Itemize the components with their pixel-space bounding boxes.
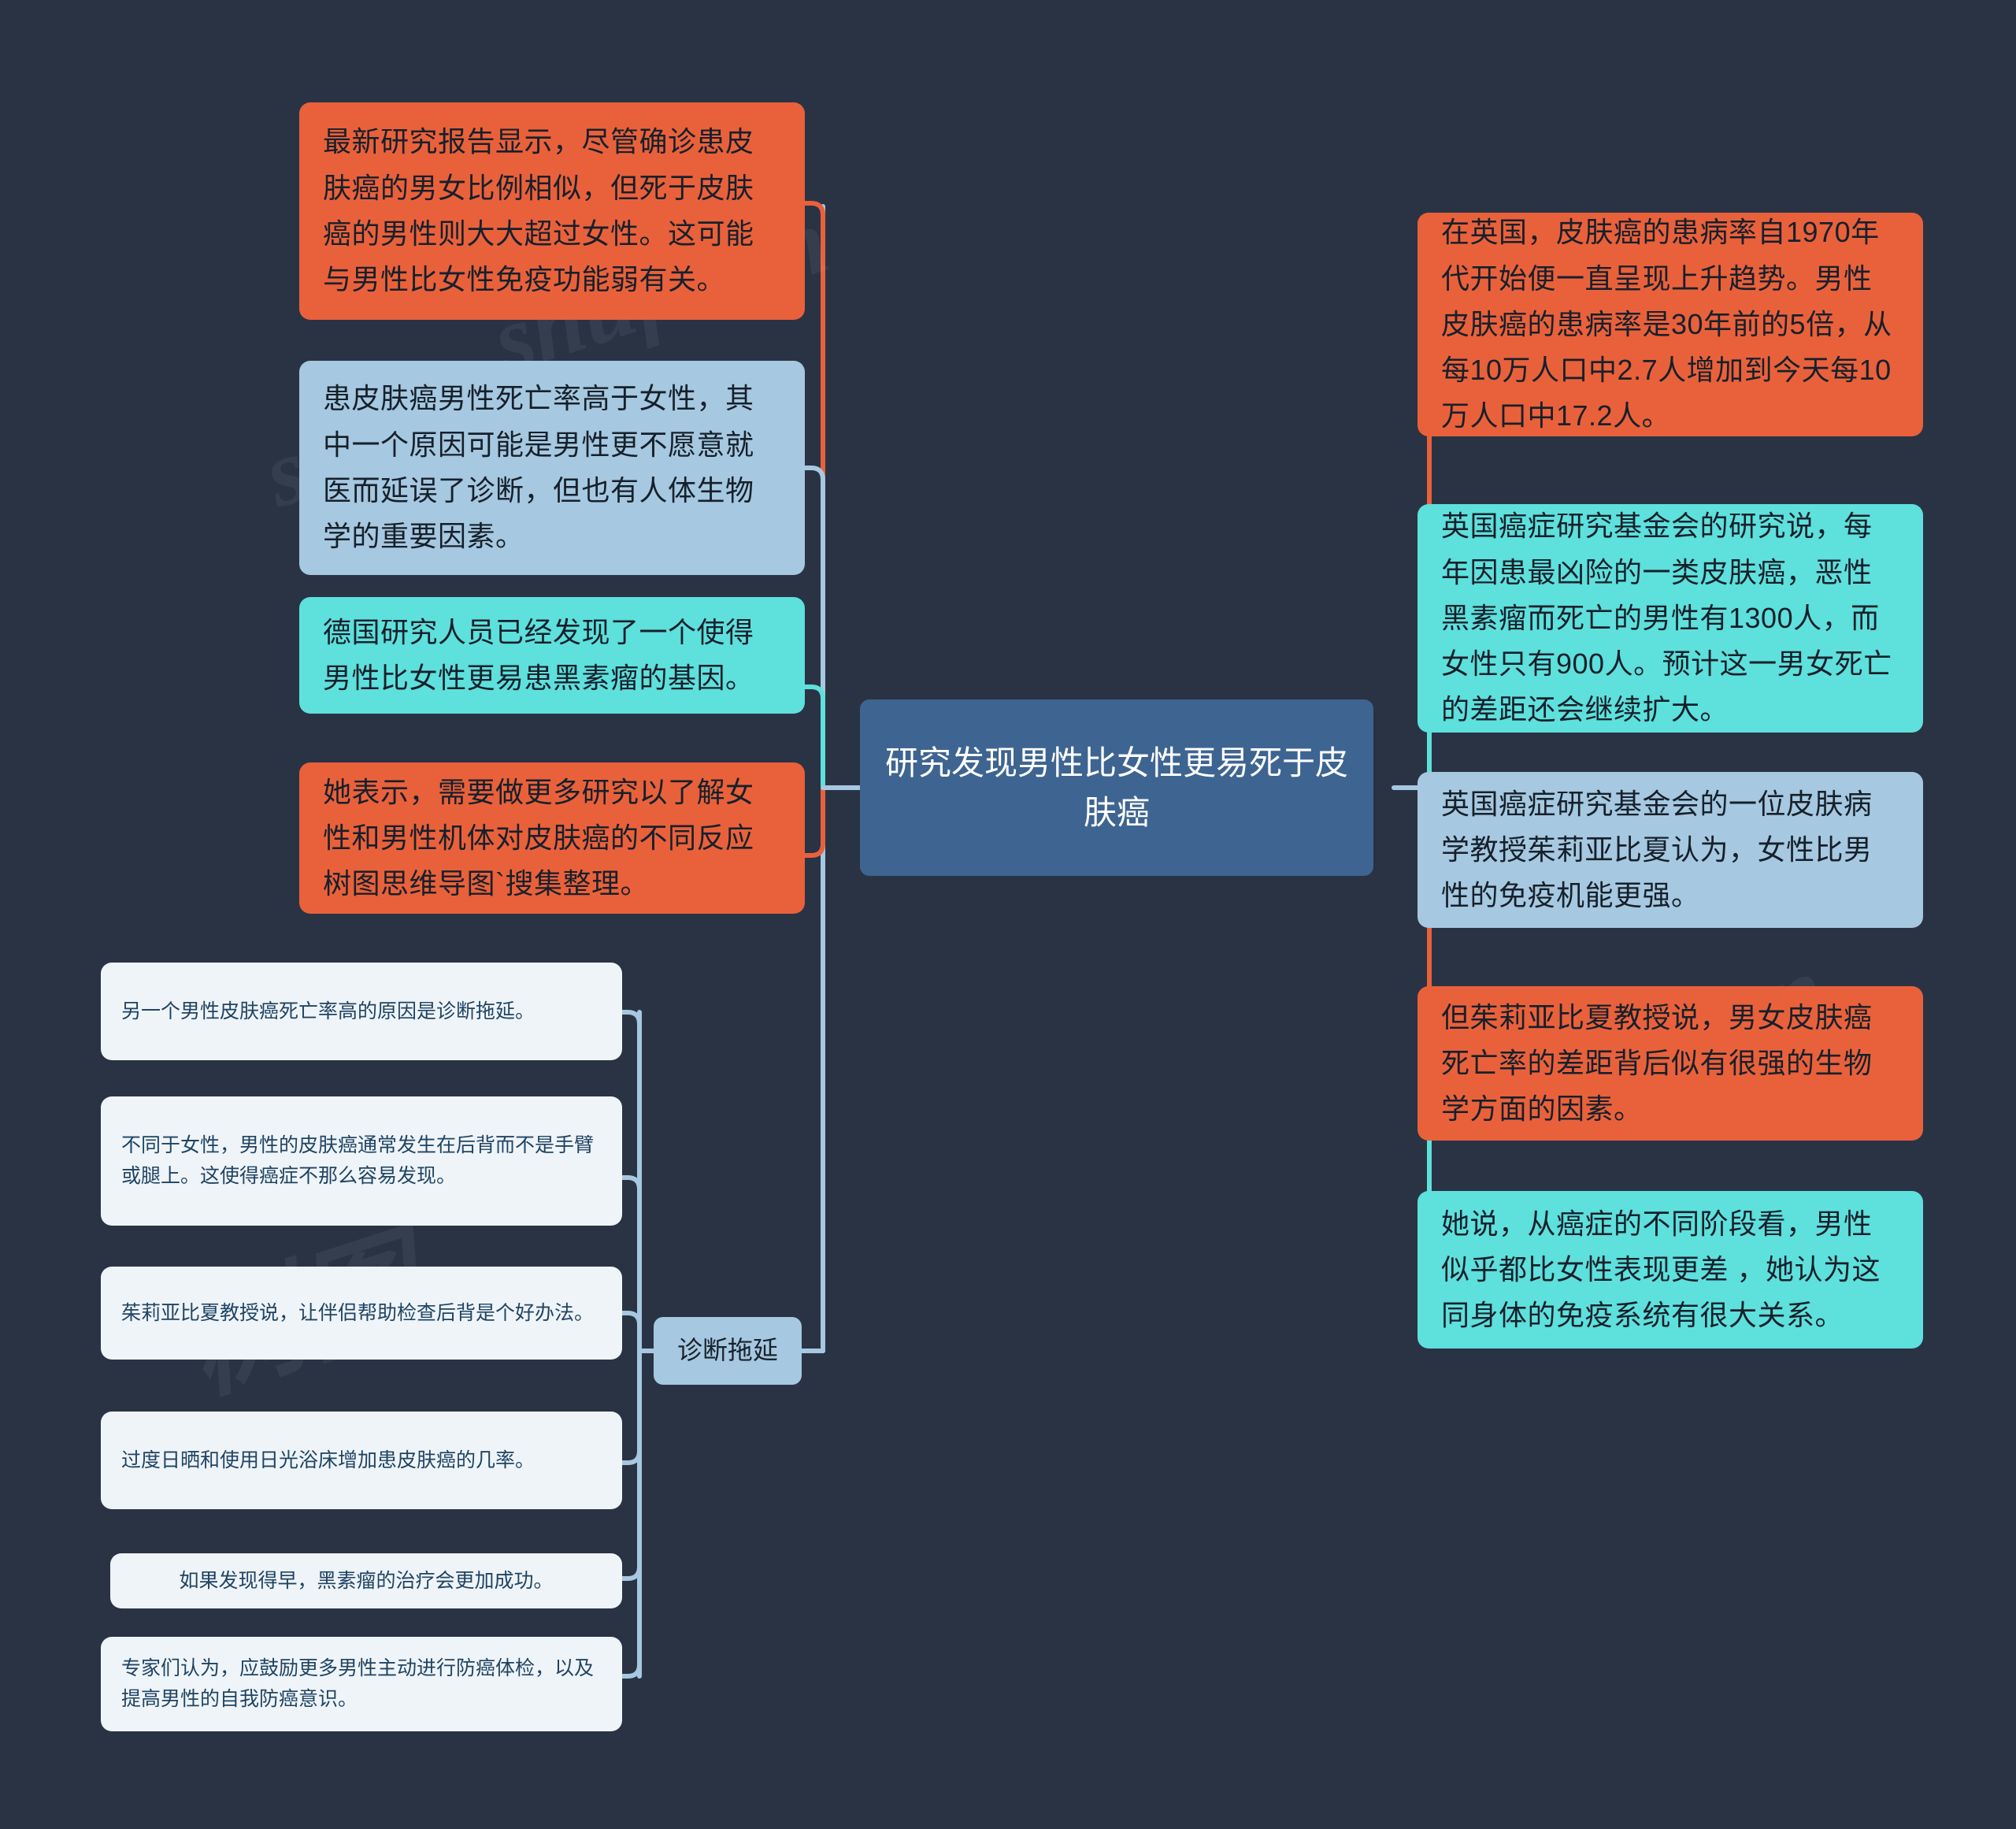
right-branch-card-1[interactable]: 在英国，皮肤癌的患病率自1970年代开始便一直呈现上升趋势。男性皮肤癌的患病率是… [1418, 213, 1923, 436]
left-branch-card-4[interactable]: 她表示，需要做更多研究以了解女性和男性机体对皮肤癌的不同反应树图思维导图`搜集整… [299, 762, 805, 914]
right-branch-card-5[interactable]: 她说，从癌症的不同阶段看，男性似乎都比女性表现更差 ，她认为这同身体的免疫系统有… [1418, 1191, 1923, 1349]
left-branch-card-3[interactable]: 德国研究人员已经发现了一个使得男性比女性更易患黑素瘤的基因。 [299, 597, 805, 714]
subtopic-note-2[interactable]: 不同于女性，男性的皮肤癌通常发生在后背而不是手臂或腿上。这使得癌症不那么容易发现… [101, 1096, 622, 1226]
subtopic-note-4[interactable]: 过度日晒和使用日光浴床增加患皮肤癌的几率。 [101, 1412, 622, 1509]
subtopic-note-5[interactable]: 如果发现得早，黑素瘤的治疗会更加成功。 [110, 1553, 622, 1608]
right-branch-card-2[interactable]: 英国癌症研究基金会的研究说，每年因患最凶险的一类皮肤癌，恶性黑素瘤而死亡的男性有… [1418, 504, 1923, 733]
right-branch-card-4[interactable]: 但茱莉亚比夏教授说，男女皮肤癌死亡率的差距背后似有很强的生物学方面的因素。 [1418, 986, 1923, 1141]
subtopic-node-diagnosis-delay[interactable]: 诊断拖延 [654, 1317, 802, 1385]
left-branch-card-2[interactable]: 患皮肤癌男性死亡率高于女性，其中一个原因可能是男性更不愿意就医而延误了诊断，但也… [299, 361, 805, 575]
subtopic-note-3[interactable]: 茱莉亚比夏教授说，让伴侣帮助检查后背是个好办法。 [101, 1267, 622, 1360]
subtopic-note-6[interactable]: 专家们认为，应鼓励更多男性主动进行防癌体检，以及提高男性的自我防癌意识。 [101, 1637, 622, 1731]
root-node[interactable]: 研究发现男性比女性更易死于皮肤癌 [860, 699, 1373, 876]
right-branch-card-3[interactable]: 英国癌症研究基金会的一位皮肤病学教授茱莉亚比夏认为，女性比男性的免疫机能更强。 [1418, 772, 1923, 928]
subtopic-note-1[interactable]: 另一个男性皮肤癌死亡率高的原因是诊断拖延。 [101, 963, 622, 1060]
left-branch-card-1[interactable]: 最新研究报告显示，尽管确诊患皮肤癌的男女比例相似，但死于皮肤癌的男性则大大超过女… [299, 102, 805, 320]
